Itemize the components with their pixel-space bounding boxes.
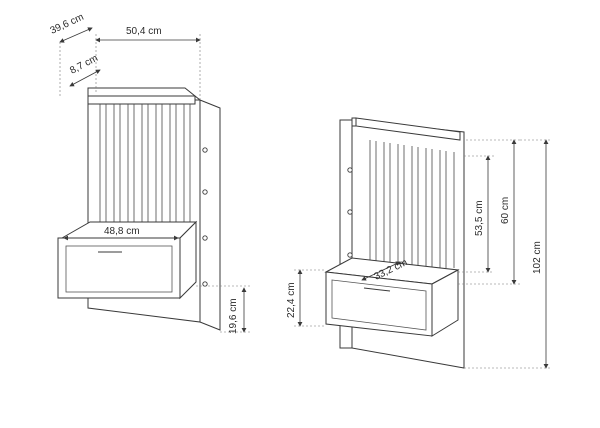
left-drawer-front <box>65 245 173 293</box>
mount-hole <box>202 189 208 195</box>
mount-hole <box>202 147 208 153</box>
label-drawer-gap: 19,6 cm <box>228 298 239 334</box>
right-drawer-side <box>431 269 459 337</box>
label-upper-height: 60 cm <box>500 197 511 224</box>
label-shelf-depth: 8,7 cm <box>68 53 100 77</box>
right-unit <box>324 117 465 369</box>
right-top-shelf-edge <box>351 117 357 127</box>
mount-hole <box>347 209 353 215</box>
left-top-shelf-front <box>87 95 196 105</box>
left-drawer-body <box>57 237 181 299</box>
right-drawer-front <box>331 279 427 331</box>
right-drawer-handle <box>363 287 391 292</box>
label-total-height: 102 cm <box>532 241 543 274</box>
label-width-top: 50,4 cm <box>126 26 162 37</box>
mount-hole <box>202 235 208 241</box>
mount-hole <box>347 252 353 258</box>
right-slats <box>369 140 455 268</box>
label-drawer-width: 48,8 cm <box>104 226 140 237</box>
label-drawer-height: 22,4 cm <box>286 282 297 318</box>
mount-hole <box>202 281 208 287</box>
left-back-panel <box>199 99 221 331</box>
left-slats <box>99 104 191 232</box>
left-unit <box>57 87 221 331</box>
mount-hole <box>347 167 353 173</box>
left-drawer-side <box>179 220 197 300</box>
label-slat-height: 53,5 cm <box>474 200 485 236</box>
